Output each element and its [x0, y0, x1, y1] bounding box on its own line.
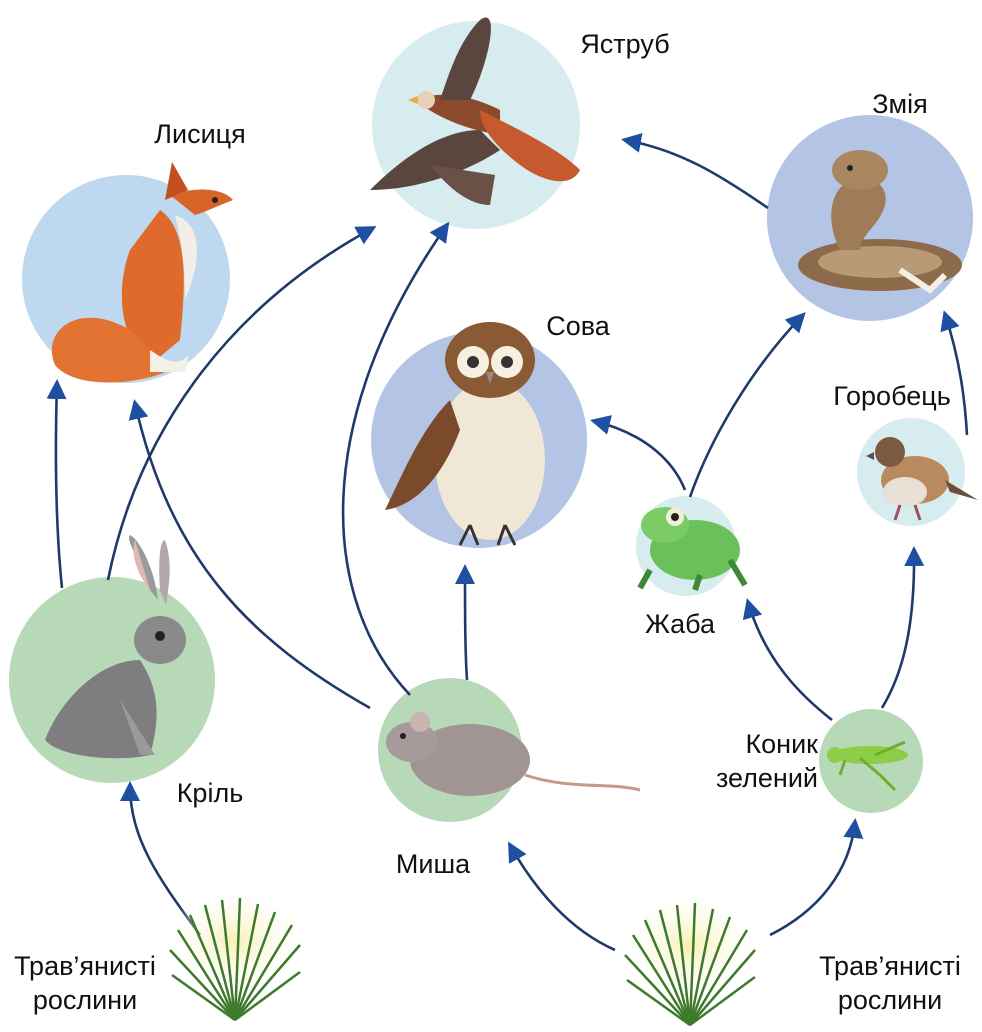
label-grasshopper-line1: Коник: [690, 728, 818, 760]
grass-right-icon: [620, 890, 760, 1025]
arrow-sparrow-to-snake: [945, 314, 967, 435]
label-owl: Сова: [528, 310, 628, 342]
arrow-plants-to-grasshopper: [770, 822, 855, 935]
arrow-snake-to-hawk: [625, 140, 768, 208]
label-plants-right-line2: рослини: [800, 984, 980, 1016]
arrow-grasshopper-to-sparrow: [882, 550, 914, 708]
label-grasshopper-line2: зелений: [690, 762, 818, 794]
label-snake: Змія: [850, 88, 950, 120]
label-plants-left-line1: Трав’янисті: [0, 950, 170, 982]
arrow-frog-to-snake: [690, 315, 803, 497]
arrow-grasshopper-to-frog: [748, 602, 832, 720]
label-fox: Лисиця: [135, 118, 265, 150]
arrow-rabbit-to-fox: [56, 383, 62, 588]
label-frog: Жаба: [630, 608, 730, 640]
label-plants-right-line1: Трав’янисті: [800, 950, 980, 982]
grass-left-icon: [165, 885, 305, 1020]
label-hawk: Яструб: [560, 28, 690, 60]
arrow-frog-to-owl: [594, 421, 685, 490]
arrow-mouse-to-owl: [465, 568, 467, 680]
label-sparrow: Горобець: [812, 380, 972, 412]
label-plants-left-line2: рослини: [0, 984, 170, 1016]
label-rabbit: Кріль: [160, 777, 260, 809]
label-mouse: Миша: [378, 848, 488, 880]
arrow-plants-to-mouse: [510, 845, 615, 950]
